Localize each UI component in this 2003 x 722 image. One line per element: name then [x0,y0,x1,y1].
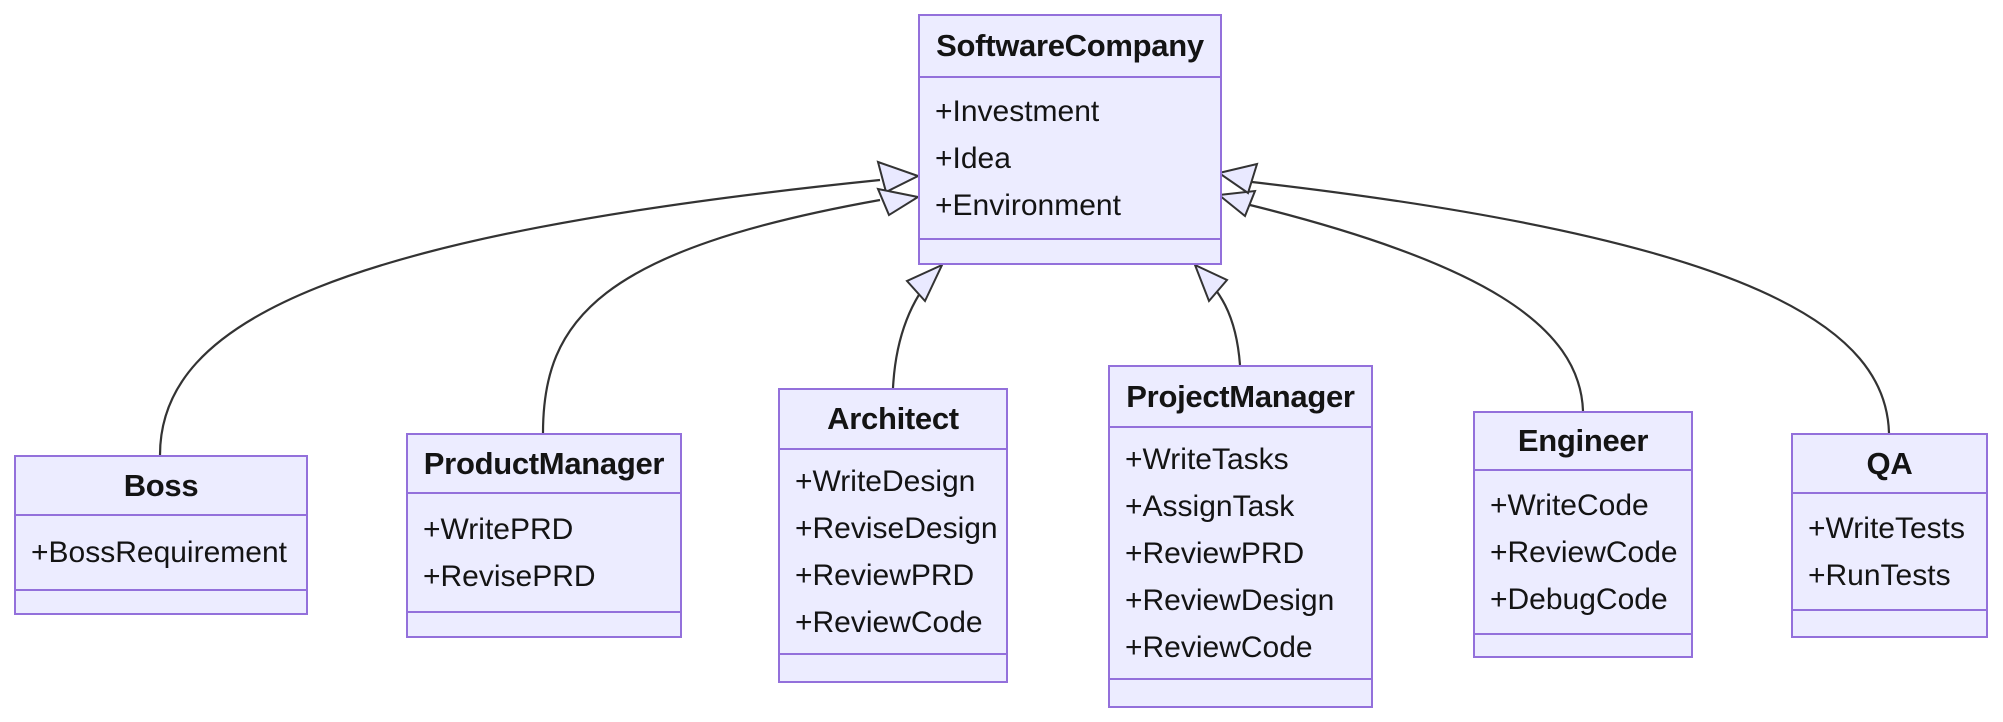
class-methods-architect [780,653,1006,677]
class-attribute: +RevisePRD [423,559,596,593]
class-attributes-engineer: +WriteCode +ReviewCode +DebugCode [1475,471,1691,633]
class-methods-boss [16,589,306,609]
edge-boss-inheritance [158,160,921,456]
edge-qa-inheritance [1216,162,1891,434]
class-attribute: +ReviewCode [1125,630,1313,664]
class-attribute: +WriteTasks [1125,442,1289,476]
class-attribute: +ReviewCode [795,605,983,639]
class-attribute: +WriteDesign [795,464,976,498]
inheritance-arrowhead-projectmanager [1193,263,1229,303]
class-methods-qa [1793,609,1986,632]
class-attribute: +Investment [935,94,1100,128]
class-attribute: +BossRequirement [31,536,287,569]
class-methods-projectmanager [1110,678,1371,702]
class-title-architect: Architect [780,390,1006,450]
inheritance-arrowhead-qa [1216,162,1259,195]
inheritance-arrowhead-boss [876,160,921,194]
class-attributes-softwarecompany: +Investment +Idea +Environment [920,78,1220,238]
class-attribute: +WriteCode [1490,488,1649,522]
inheritance-arrowhead-architect [905,262,945,303]
class-methods-softwarecompany [920,238,1220,259]
class-attributes-productmanager: +WritePRD +RevisePRD [408,494,680,611]
class-attribute: +ReviewCode [1490,535,1678,569]
class-box-boss: Boss +BossRequirement [14,455,308,615]
inheritance-arrowhead-productmanager [876,187,921,217]
edge-line-engineer [1249,203,1585,412]
class-attribute: +ReviewPRD [1125,536,1305,570]
class-box-softwarecompany: SoftwareCompany +Investment +Idea +Environ… [918,14,1222,265]
class-title-qa: QA [1793,435,1986,494]
class-box-engineer: Engineer +WriteCode +ReviewCode +DebugCode [1473,411,1693,658]
edge-line-qa [1251,180,1891,434]
class-box-qa: QA +WriteTests +RunTests [1791,433,1988,638]
class-methods-engineer [1475,633,1691,652]
class-title-projectmanager: ProjectManager [1110,367,1371,428]
class-title-boss: Boss [16,457,306,516]
class-attribute: +Environment [935,188,1121,222]
class-title-softwarecompany: SoftwareCompany [920,16,1220,78]
class-attribute: +ReviewPRD [795,558,975,592]
class-attribute: +WritePRD [423,512,574,546]
class-attribute: +ReviewDesign [1125,583,1335,617]
inheritance-arrowhead-engineer [1216,189,1257,218]
class-attribute: +Idea [935,141,1011,175]
edge-engineer-inheritance [1216,189,1585,412]
class-methods-productmanager [408,611,680,632]
class-attribute: +DebugCode [1490,582,1668,616]
edge-line-boss [158,178,881,456]
class-attribute: +RunTests [1808,558,1951,592]
class-attributes-projectmanager: +WriteTasks +AssignTask +ReviewPRD +ReviewD… [1110,428,1371,678]
class-box-productmanager: ProductManager +WritePRD +RevisePRD [406,433,682,638]
edge-productmanager-inheritance [541,187,921,434]
class-attributes-boss: +BossRequirement [16,516,306,589]
edge-line-productmanager [541,198,881,434]
class-box-architect: Architect +WriteDesign +ReviseDesign +Revi… [778,388,1008,683]
class-box-projectmanager: ProjectManager +WriteTasks +AssignTask +Re… [1108,365,1373,708]
edge-projectmanager-inheritance [1193,263,1242,366]
class-attributes-architect: +WriteDesign +ReviseDesign +ReviewPRD +Revi… [780,450,1006,653]
edge-architect-inheritance [891,262,945,389]
class-attributes-qa: +WriteTests +RunTests [1793,494,1986,609]
class-attribute: +ReviseDesign [795,511,998,545]
class-title-engineer: Engineer [1475,413,1691,471]
class-attribute: +WriteTests [1808,511,1965,545]
class-title-productmanager: ProductManager [408,435,680,494]
class-attribute: +AssignTask [1125,489,1295,523]
